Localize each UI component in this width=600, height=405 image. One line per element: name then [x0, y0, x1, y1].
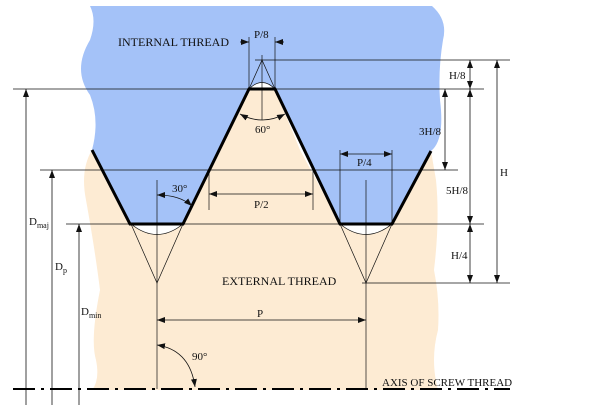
angle-90-label: 90° [192, 351, 207, 363]
h5-8-label: 5H/8 [446, 185, 469, 197]
dmaj-label: Dmaj [29, 216, 49, 230]
h-label: H [500, 167, 508, 179]
p4-label: P/4 [357, 157, 372, 169]
angle-30-label: 30° [172, 183, 187, 195]
dimension-arrows [23, 39, 500, 405]
angle-60-label: 60° [255, 124, 270, 136]
h8-label: H/8 [449, 70, 466, 82]
internal-thread-region [81, 6, 445, 224]
dp-label: Dp [55, 261, 67, 275]
h3-8-label: 3H/8 [419, 126, 442, 138]
thread-profile [90, 87, 433, 226]
external-thread-label: EXTERNAL THREAD [222, 274, 337, 288]
external-thread-region [84, 89, 439, 390]
p2-label: P/2 [254, 199, 269, 211]
axis-label: AXIS OF SCREW THREAD [382, 377, 512, 389]
internal-thread-label: INTERNAL THREAD [118, 35, 229, 49]
p-label: P [257, 308, 263, 320]
dmin-label: Dmin [81, 306, 101, 320]
p8-label: P/8 [254, 29, 269, 41]
h4-label: H/4 [451, 250, 468, 262]
